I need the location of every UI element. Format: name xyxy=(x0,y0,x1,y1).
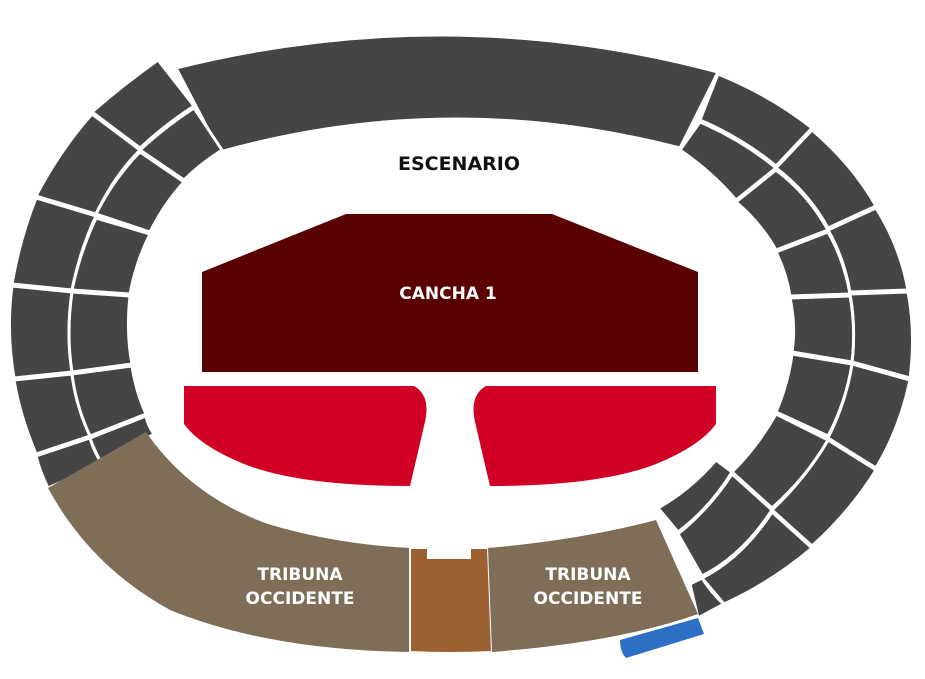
section-left-inner-3[interactable] xyxy=(70,364,149,438)
section-left-corner-inner-2[interactable] xyxy=(93,150,187,234)
section-right-inner-3[interactable] xyxy=(774,352,854,438)
stage-label: ESCENARIO xyxy=(398,153,520,175)
section-left-outer-2[interactable] xyxy=(7,284,74,380)
section-left-bottom-2[interactable] xyxy=(88,413,157,467)
tribuna-left-label-line1: TRIBUNA xyxy=(257,565,343,585)
section-tribuna-occidente-right[interactable] xyxy=(488,520,698,652)
section-right-inner-2[interactable] xyxy=(788,294,856,364)
section-right-lower-corner[interactable] xyxy=(655,457,734,535)
cancha-1-label: CANCHA 1 xyxy=(399,284,496,304)
section-floor-right[interactable] xyxy=(473,386,716,486)
section-accessible-blue[interactable] xyxy=(620,618,704,658)
section-left-corner-inner-1[interactable] xyxy=(137,105,225,182)
section-central-aisle[interactable] xyxy=(409,547,494,654)
section-left-inner-1[interactable] xyxy=(70,216,153,296)
section-right-lower-inner-1[interactable] xyxy=(729,412,831,511)
tribuna-right-label-line2: OCCIDENTE xyxy=(534,589,643,609)
section-floor-left[interactable] xyxy=(184,386,427,486)
tribuna-left-label-line2: OCCIDENTE xyxy=(246,589,355,609)
section-tribuna-occidente-left[interactable] xyxy=(48,432,410,652)
section-left-inner-2[interactable] xyxy=(67,290,134,374)
tribuna-right-label-line1: TRIBUNA xyxy=(545,565,631,585)
section-cancha-1[interactable] xyxy=(202,214,698,372)
section-right-lower-edge[interactable] xyxy=(688,576,727,621)
section-top-stand[interactable] xyxy=(173,33,721,154)
section-left-corner-outer-1[interactable] xyxy=(89,57,197,150)
